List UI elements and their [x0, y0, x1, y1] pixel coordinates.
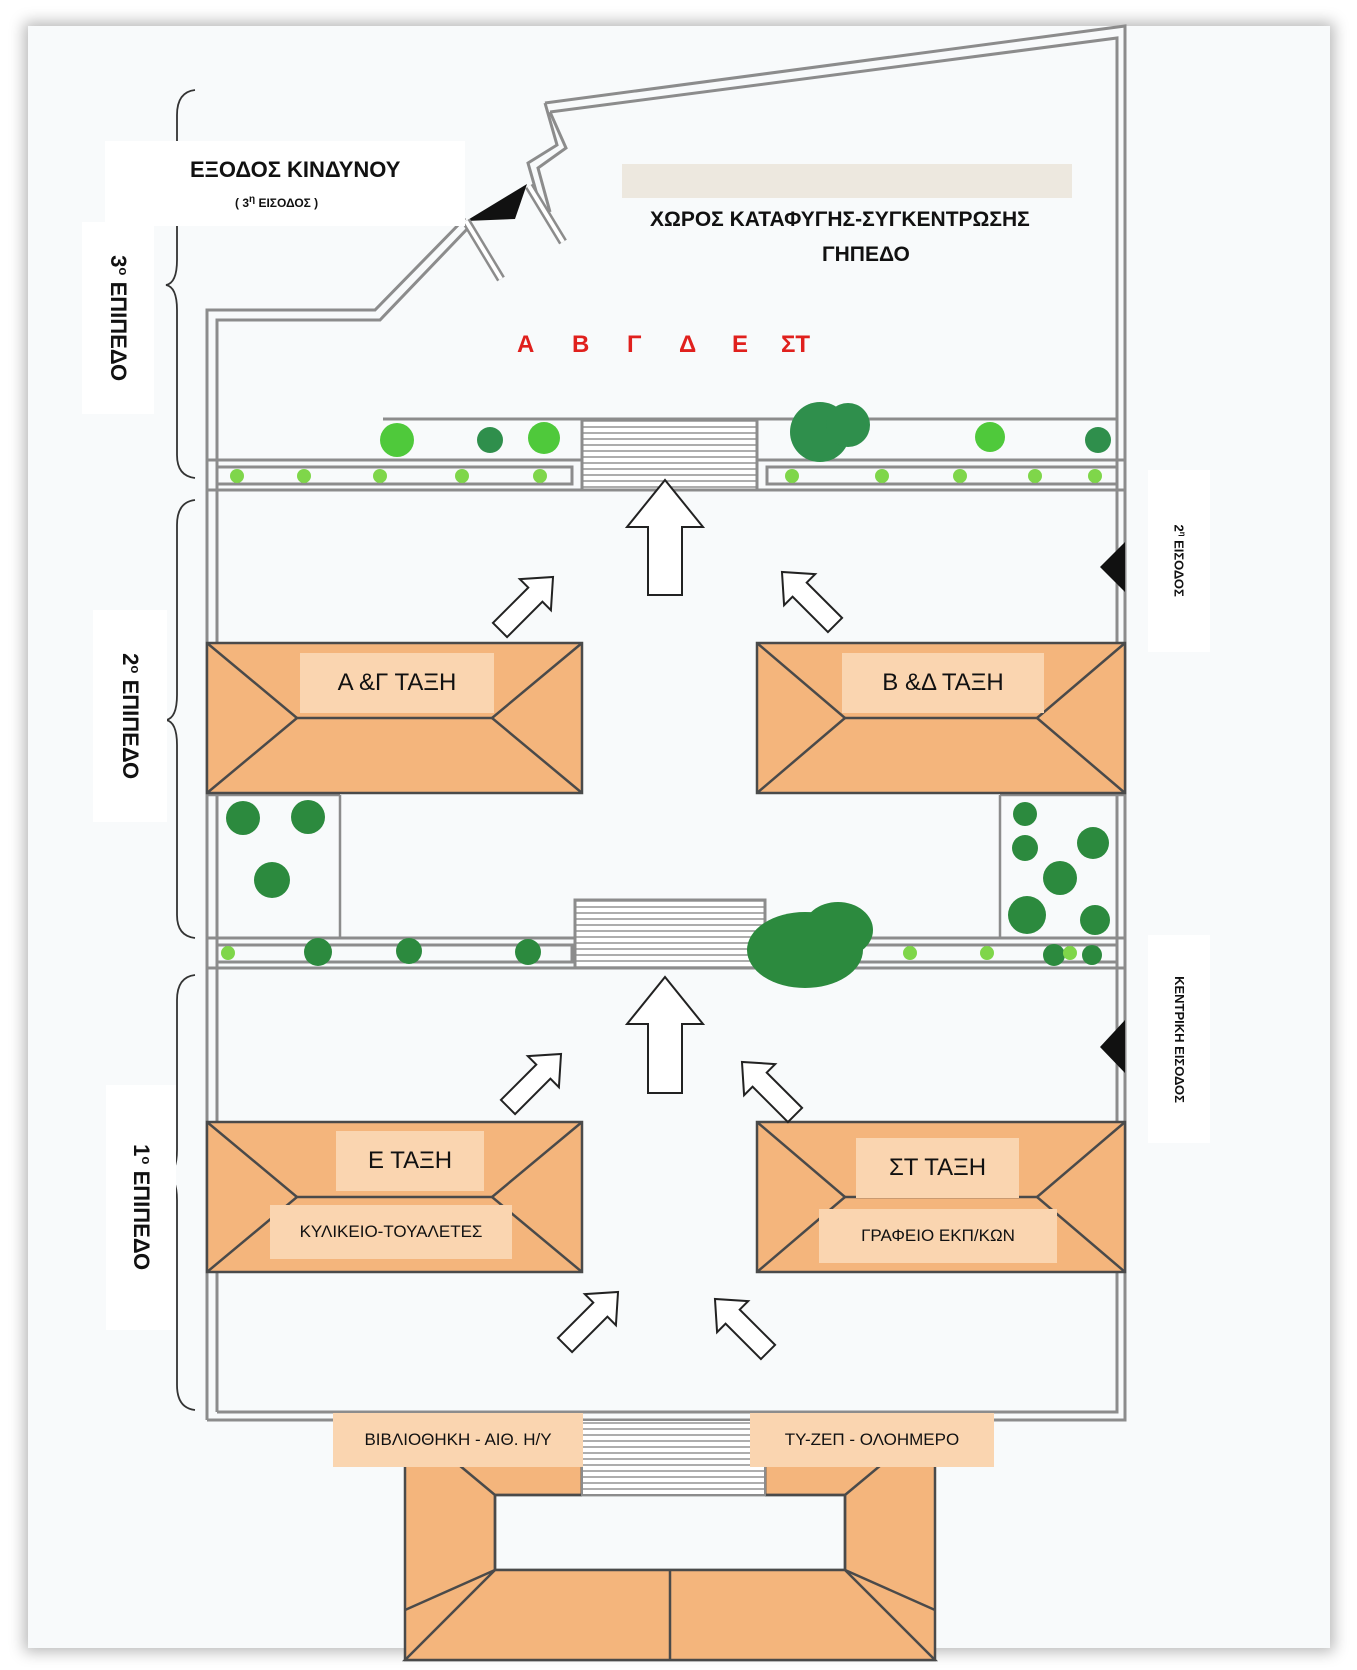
- arrow-up-center-upper: [624, 478, 706, 596]
- class-letter-d: Δ: [679, 331, 697, 358]
- building-label-st: ΣΤ ΤΑΞΗ: [856, 1138, 1019, 1198]
- building-label-bd: Β &Δ ΤΑΞΗ: [842, 653, 1044, 713]
- trees: [221, 402, 1111, 988]
- class-letter-st: ΣΤ: [781, 331, 811, 358]
- page-frame: [28, 26, 1330, 1648]
- building-label-kindergarten: ΤΥ-ΖΕΠ - ΟΛΟΗΜΕΡΟ: [750, 1413, 994, 1467]
- level-3-label: 3ο ΕΠΙΠΕΔΟ: [82, 222, 154, 414]
- level-1-label: 1ο ΕΠΙΠΕΔΟ: [106, 1085, 176, 1330]
- arrow-diag-left-bottom: [556, 1290, 620, 1354]
- emergency-exit-title: ΕΞΟΔΟΣ ΚΙΝΔΥΝΟΥ: [190, 157, 401, 182]
- main-entrance-label: ΚΕΝΤΡΙΚΗ ΕΙΣΟΔΟΣ: [1148, 935, 1210, 1143]
- level-2-label: 2ο ΕΠΙΠΕΔΟ: [93, 610, 167, 822]
- second-entrance-door: [1100, 542, 1125, 592]
- building-label-ag: Α &Γ ΤΑΞΗ: [300, 653, 494, 713]
- emergency-exit-subtitle: ( 3η ΕΙΣΟΔΟΣ ): [235, 194, 319, 210]
- roofs: [205, 641, 1127, 1662]
- main-entrance-door: [1100, 1020, 1125, 1073]
- building-label-canteen: ΚΥΛΙΚΕΙΟ-ΤΟΥΑΛΕΤΕΣ: [270, 1205, 512, 1259]
- class-letter-a: Α: [517, 331, 535, 358]
- arrow-diag-right-bottom: [713, 1297, 777, 1361]
- arrow-diag-right-lower: [740, 1060, 804, 1124]
- stairs-upper: [580, 417, 759, 492]
- emergency-exit-label-box: ΕΞΟΔΟΣ ΚΙΝΔΥΝΟΥ ( 3η ΕΙΣΟΔΟΣ ): [105, 141, 465, 226]
- building-label-e: Ε ΤΑΞΗ: [336, 1131, 484, 1191]
- class-letter-b: Β: [572, 331, 590, 358]
- arrow-diag-left-lower: [499, 1052, 563, 1116]
- arrow-diag-left-upper: [491, 575, 555, 639]
- evacuation-arrows: [491, 478, 844, 1361]
- arrow-diag-right-upper: [780, 570, 844, 634]
- side-gardens: [207, 793, 1125, 938]
- building-label-library: ΒΙΒΛΙΟΘΗΚΗ - ΑΙΘ. Η/Υ: [333, 1413, 583, 1467]
- class-letter-e: Ε: [732, 331, 749, 358]
- covered-label-strip: [622, 164, 1072, 198]
- shelter-area-title: ΧΩΡΟΣ ΚΑΤΑΦΥΓΗΣ-ΣΥΓΚΕΝΤΡΩΣΗΣ: [650, 208, 1030, 231]
- arrow-up-center-lower: [624, 975, 706, 1094]
- emergency-exit-door: [462, 183, 567, 282]
- class-letter-g: Γ: [627, 331, 642, 358]
- shelter-area-subtitle: ΓΗΠΕΔΟ: [822, 243, 910, 266]
- stairs-entrance: [581, 1419, 766, 1496]
- second-entrance-label: 2η ΕΙΣΟΔΟΣ: [1148, 470, 1210, 652]
- building-label-office: ΓΡΑΦΕΙΟ ΕΚΠ/ΚΩΝ: [819, 1209, 1057, 1263]
- stairs-middle: [573, 898, 767, 970]
